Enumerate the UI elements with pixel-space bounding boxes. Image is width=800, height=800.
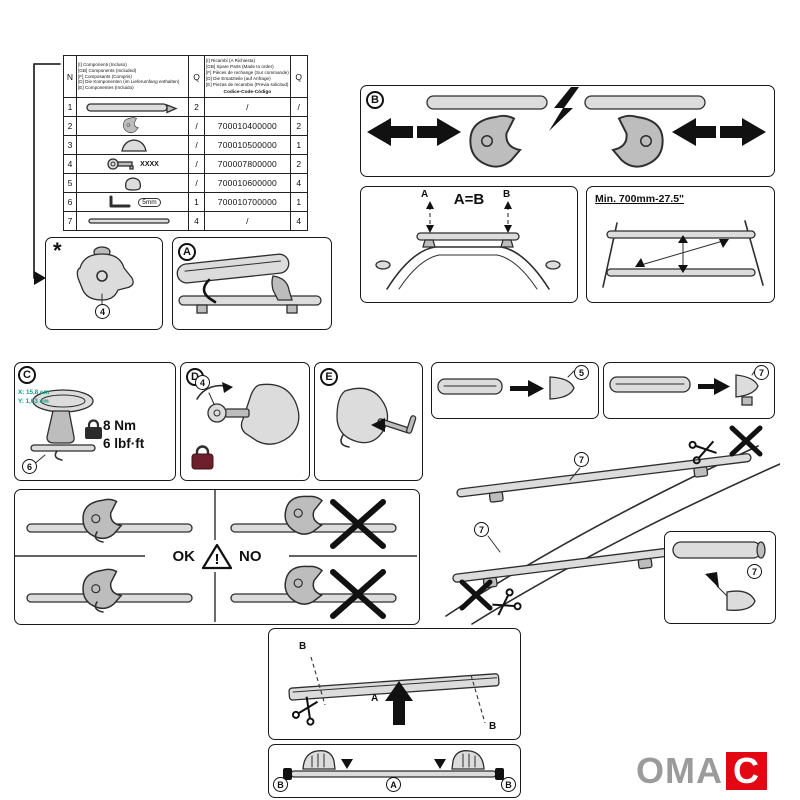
dim-x-text: X: 15,8 cm [18, 389, 50, 396]
strip-cut-drawing [288, 656, 500, 727]
spacing-top-drawing [602, 220, 764, 288]
panel-bar-assembly: A [172, 237, 332, 330]
panel-a-badge: A [178, 243, 196, 261]
brand-text-gray: OMA [636, 750, 723, 791]
torque-nm: 8 Nm [103, 418, 137, 433]
profile-strip-icon [87, 218, 170, 224]
clamp-foot-icon [122, 117, 139, 134]
panel-c-badge: C [18, 366, 36, 384]
claw-adjust-drawing [367, 87, 766, 168]
svg-text:!: ! [215, 551, 220, 568]
end-plug-drawing [672, 541, 766, 611]
table-row: 1 2 / / [63, 97, 308, 117]
bar-dimensions: X: 15,8 cm Y: 1,03 cm [18, 389, 49, 406]
callout-b: B [501, 777, 516, 792]
panel-spacing-top: Min. 700mm-27.5" [586, 186, 775, 303]
arrow-left-icon [672, 118, 716, 146]
lightning-break-icon [549, 87, 579, 131]
footnote-asterisk: * [53, 238, 62, 263]
panel-grip-check: OK ! NO [14, 489, 420, 625]
rail-cut-diagram: 7 7 [428, 424, 780, 629]
crossbar-icon [85, 103, 178, 114]
included-header: [I] Componenti (Incluso) [GB] Components… [76, 55, 189, 98]
cap-large-drawing [609, 368, 759, 406]
parts-table: N [I] Componenti (Incluso) [GB] Componen… [63, 55, 308, 231]
panel-footnote: * 4 [45, 237, 163, 330]
callout-7: 7 [574, 452, 589, 467]
table-row: 7 4 / 4 [63, 211, 308, 231]
panel-cap-small: 5 [431, 362, 599, 419]
key-code-placeholder: XXXX [140, 161, 159, 169]
col-q-included: Q [188, 55, 205, 98]
panel-strip-press: B A B [268, 744, 521, 798]
callout-7: 7 [474, 522, 489, 537]
cap-small-drawing [437, 370, 575, 400]
panel-end-plug: 7 [664, 531, 776, 624]
spacing-front-drawing [375, 201, 561, 290]
table-row: 4 XXXX / 700007800000 2 [63, 154, 308, 174]
bar-assembly-drawing [176, 253, 322, 314]
panel-spacing-front: A=B A B [360, 186, 578, 303]
arrow-right-icon [720, 118, 766, 146]
omac-logo: OMA C [636, 750, 767, 792]
brand-letter-red: C [726, 751, 767, 791]
no-text: NO [239, 547, 262, 565]
col-q-spare: Q [289, 55, 308, 98]
torque-drawing [30, 389, 102, 466]
warning-triangle-icon: ! [202, 543, 232, 569]
panel-b-badge: B [366, 91, 384, 109]
strip-b-label: B [489, 721, 497, 732]
arrow-right-icon [417, 118, 461, 146]
callout-5: 5 [574, 365, 589, 380]
strip-b-label: B [299, 641, 307, 652]
callout-7: 7 [747, 564, 762, 579]
panel-e-badge: E [320, 368, 338, 386]
spare-header: [I] Ricambi (A Richiesta) [GB] Spare Par… [204, 55, 291, 98]
lock-key-icon [107, 158, 134, 170]
arrow-left-icon [367, 118, 413, 146]
tighten-drawing [336, 387, 417, 448]
callout-6: 6 [22, 459, 37, 474]
table-row: 3 / 700010500000 1 [63, 135, 308, 155]
panel-claw-adjust: B [360, 85, 775, 177]
end-cap-icon [124, 177, 141, 191]
dim-y-text: Y: 1,03 cm [18, 397, 49, 405]
foot-cover-icon [120, 138, 147, 152]
footnote-drawing [76, 246, 134, 305]
torque-lbfft: 6 lbf·ft [103, 435, 145, 451]
table-row: 2 / 700010400000 2 [63, 116, 308, 136]
lock-key-drawing [191, 382, 300, 470]
lock-icon [85, 419, 102, 439]
panel-cap-large: 7 [603, 362, 775, 419]
panel-tighten: E [314, 362, 423, 481]
rail-cut-drawing [445, 425, 780, 625]
ok-text: OK [172, 547, 196, 565]
table-header-row: N [I] Componenti (Incluso) [GB] Componen… [63, 55, 308, 98]
callout-a: A [386, 777, 401, 792]
min-width-text: Min. 700mm-27.5" [595, 193, 685, 205]
callout-7: 7 [754, 365, 769, 380]
table-row: 6 5mm 1 700010700000 1 [63, 192, 308, 212]
spacing-equation: A=B [453, 191, 485, 208]
callout-b: B [273, 777, 288, 792]
allen-size-label: 5mm [138, 198, 161, 208]
table-footnote-arrow [33, 63, 61, 285]
allen-key-icon [377, 415, 417, 434]
panel-strip-cut: B B A [268, 628, 521, 740]
dim-b-label: B [503, 189, 511, 200]
panel-lock-key: D 4 [180, 362, 310, 481]
panel-torque: C X: 15,8 cm Y: 1,03 cm 8 Nm 6 lbf·ft 6 [14, 362, 176, 481]
dim-a-label: A [421, 189, 429, 200]
allen-key-icon [109, 195, 131, 207]
ok-no-label: OK ! NO [145, 540, 289, 572]
col-n: N [63, 55, 77, 98]
table-row: 5 / 700010600000 4 [63, 173, 308, 193]
strip-a-label: A [371, 693, 379, 704]
lock-icon [191, 445, 214, 470]
callout-4: 4 [195, 375, 210, 390]
callout-4: 4 [95, 304, 110, 319]
torque-values: 8 Nm 6 lbf·ft [103, 417, 144, 452]
